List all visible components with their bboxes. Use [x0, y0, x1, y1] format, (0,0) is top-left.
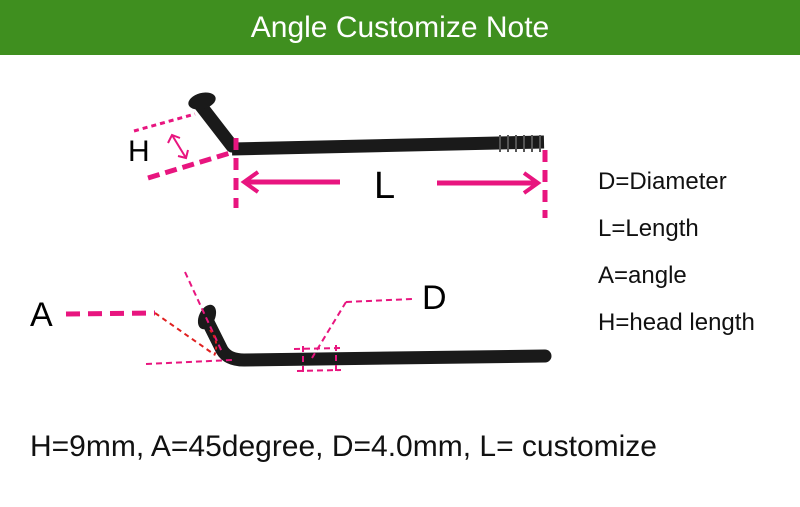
- title-banner: Angle Customize Note: [0, 0, 800, 55]
- h-label: H: [128, 135, 150, 168]
- spec-line: H=9mm, A=45degree, D=4.0mm, L= customize: [30, 430, 657, 463]
- diameter-annotation: [293, 298, 413, 373]
- legend-angle: A=angle: [598, 262, 687, 289]
- page-title: Angle Customize Note: [250, 10, 550, 44]
- head-length-dimension: [133, 112, 231, 181]
- legend: D=Diameter L=Length A=angle H=head lengt…: [598, 158, 755, 346]
- l-label: L: [374, 165, 395, 207]
- length-dimension: [233, 138, 548, 218]
- a-label: A: [30, 296, 53, 334]
- bottom-spoke: [197, 304, 552, 367]
- legend-diameter: D=Diameter: [598, 168, 727, 195]
- d-label: D: [422, 279, 447, 317]
- legend-head-length: H=head length: [598, 309, 755, 336]
- angle-annotation: [65, 271, 233, 365]
- top-spoke: [188, 92, 545, 156]
- thread-end: [499, 135, 541, 152]
- legend-length: L=Length: [598, 215, 699, 242]
